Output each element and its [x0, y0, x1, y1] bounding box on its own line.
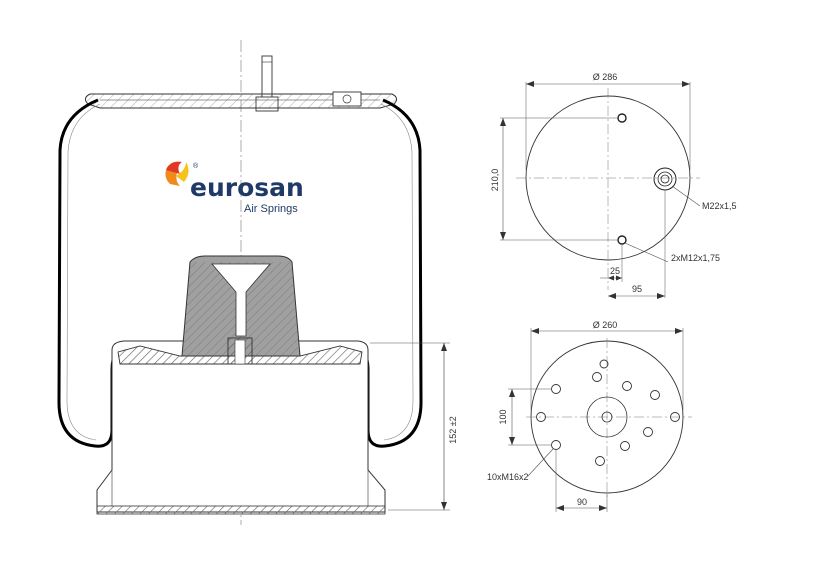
top-plate-view: Ø 286 210,0 M22x1,5 2xM12x1,75 25 95 — [490, 72, 737, 299]
stud-hole-bottom — [617, 235, 627, 245]
stud-hole-top — [617, 113, 627, 123]
offset-large-label: 95 — [632, 284, 642, 294]
brand-name: eurosan — [190, 173, 304, 202]
mounting-hole — [592, 372, 602, 382]
air-fitting — [332, 91, 362, 107]
mounting-hole — [595, 456, 605, 466]
bottom-plate-view: Ø 260 100 10xM16x2 90 — [487, 320, 692, 512]
hole-thread-label: 10xM16x2 — [487, 472, 529, 482]
mounting-hole — [650, 390, 660, 400]
mounting-hole — [536, 412, 546, 422]
mounting-holes — [536, 359, 680, 466]
stud-thread-label: 2xM12x1,75 — [671, 253, 720, 263]
brand-tagline: Air Springs — [244, 203, 298, 215]
center-thread-label: M22x1,5 — [702, 201, 737, 211]
offset-label: 90 — [577, 497, 587, 507]
eurosan-logo: ® eurosan Air Springs — [165, 161, 304, 215]
height-dimension-label: 152 ±2 — [448, 416, 458, 443]
mounting-hole — [670, 412, 680, 422]
mounting-hole — [551, 440, 561, 450]
mounting-hole — [599, 359, 609, 369]
mounting-hole — [643, 427, 653, 437]
piston — [96, 340, 386, 513]
top-diameter-label: Ø 286 — [593, 72, 618, 82]
mounting-hole — [622, 381, 632, 391]
hole-spacing-label: 100 — [498, 409, 508, 424]
registered-mark: ® — [193, 162, 199, 170]
mounting-hole — [551, 384, 561, 394]
mounting-hole — [620, 441, 630, 451]
bottom-diameter-label: Ø 260 — [593, 320, 618, 330]
piston-base-plate — [96, 505, 386, 515]
offset-small-label: 25 — [610, 266, 620, 276]
piston-top-plate — [117, 345, 363, 365]
side-view: 152 ±2 — [57, 40, 458, 525]
flame-icon — [165, 161, 189, 186]
stud-spacing-label: 210,0 — [490, 169, 500, 192]
